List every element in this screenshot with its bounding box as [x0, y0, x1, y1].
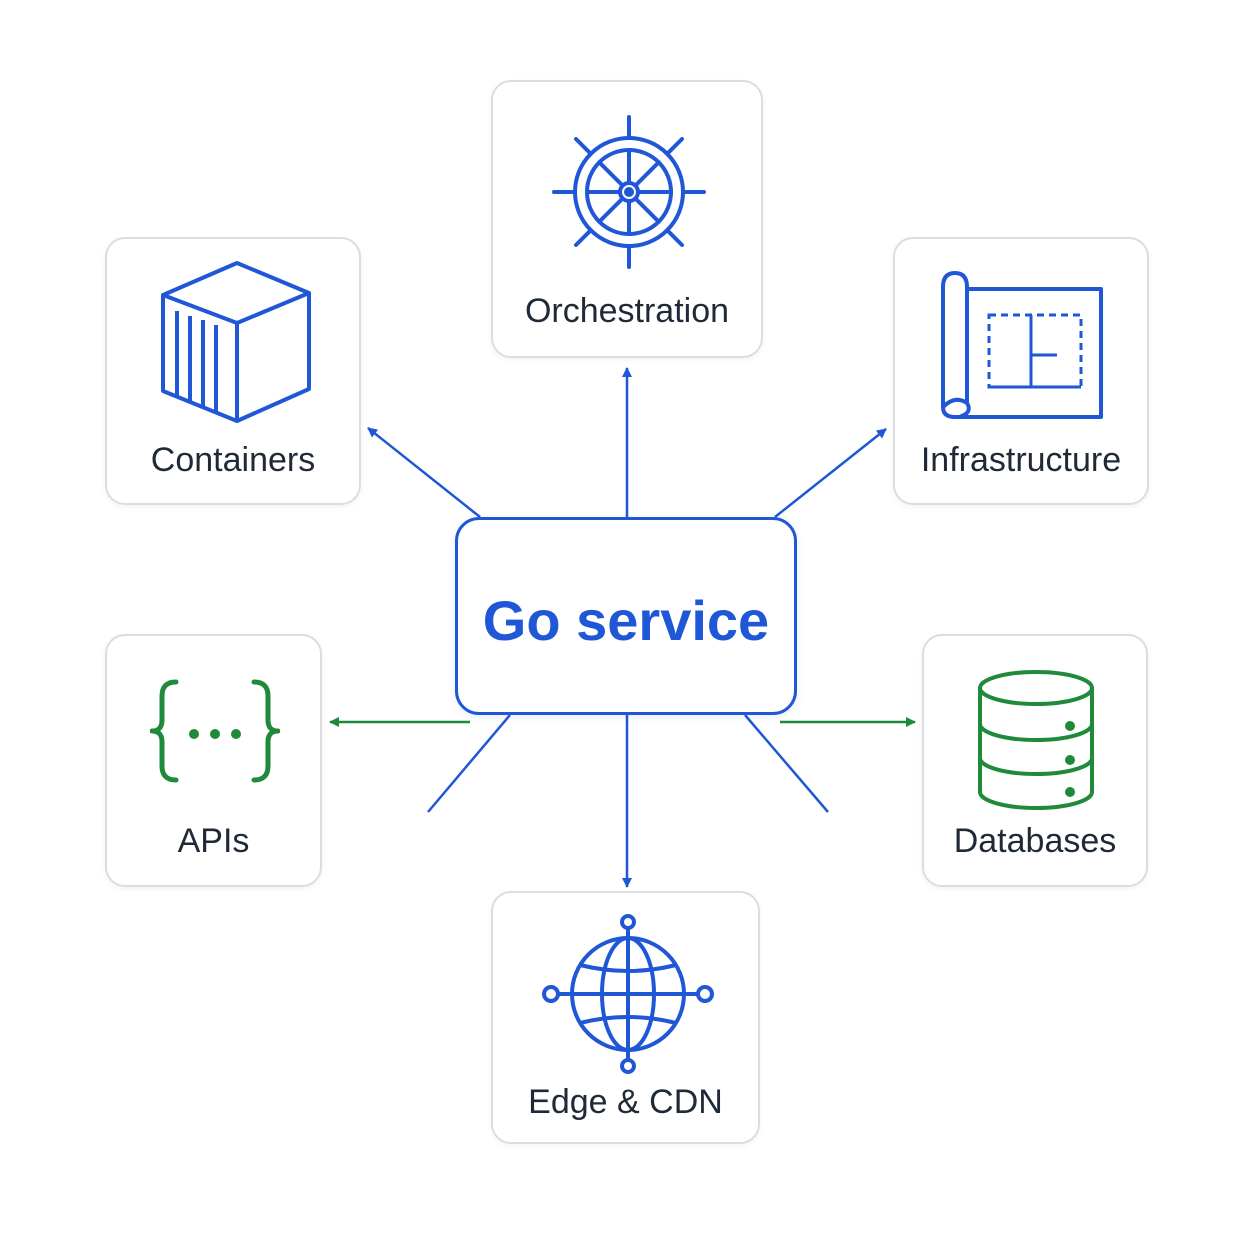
node-orchestration[interactable]: Orchestration — [491, 80, 763, 358]
globe-icon — [542, 914, 714, 1074]
blueprint-icon — [941, 271, 1103, 419]
node-apis[interactable]: APIs — [105, 634, 322, 887]
node-label: Edge & CDN — [528, 1083, 723, 1121]
node-label: APIs — [177, 822, 250, 860]
center-label: Go service — [482, 589, 770, 652]
node-edge-cdn[interactable]: Edge & CDN — [491, 891, 760, 1144]
node-containers[interactable]: Containers — [105, 237, 361, 505]
container-cube-icon — [161, 261, 311, 423]
node-label: Containers — [150, 441, 316, 479]
database-icon — [978, 670, 1094, 810]
spoke-line-left — [427, 714, 511, 813]
node-infrastructure[interactable]: Infrastructure — [893, 237, 1149, 505]
arrow-to-infrastructure — [774, 428, 887, 518]
node-label: Databases — [953, 822, 1117, 860]
node-label: Infrastructure — [920, 441, 1122, 479]
go-service-node[interactable]: Go service — [455, 517, 797, 715]
node-databases[interactable]: Databases — [922, 634, 1148, 887]
arrow-to-containers — [367, 427, 481, 518]
ship-wheel-icon — [552, 115, 706, 269]
curly-braces-icon — [150, 679, 280, 783]
spoke-line-right — [744, 714, 829, 813]
node-label: Orchestration — [524, 292, 730, 330]
